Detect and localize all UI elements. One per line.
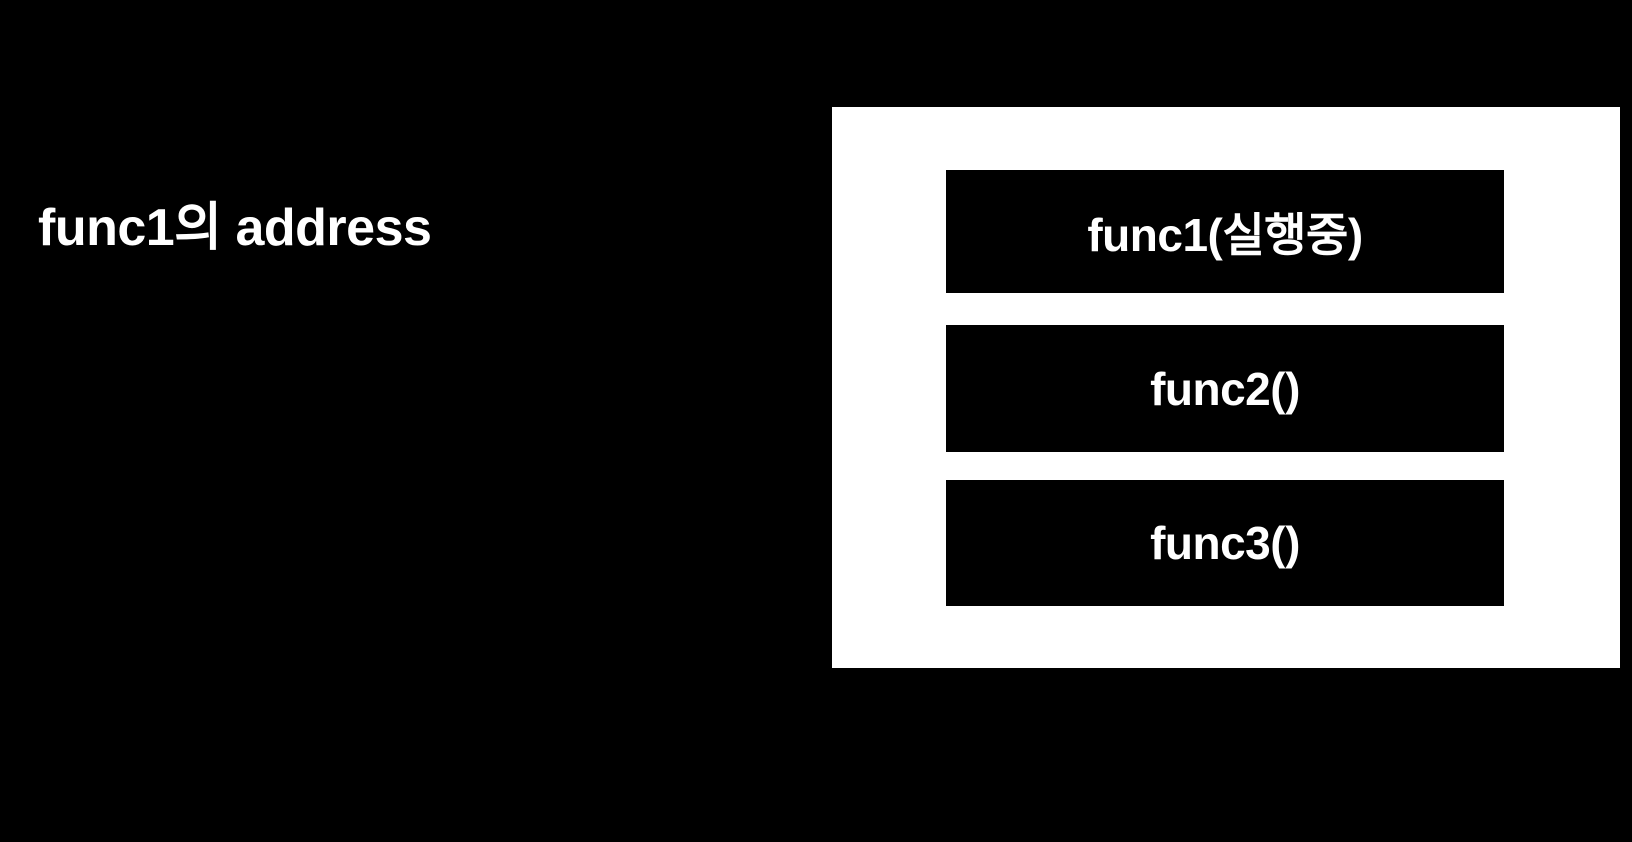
address-label: func1의 address: [38, 199, 432, 257]
stack-frame-func1[interactable]: func1(실행중): [946, 170, 1504, 293]
stack-panel: func1(실행중) func2() func3(): [832, 107, 1620, 668]
stack-frame-label: func2(): [1150, 362, 1300, 415]
stack-frame-label: func3(): [1150, 517, 1300, 569]
stack-frame-func3[interactable]: func3(): [946, 480, 1504, 606]
stack-frame-label: func1(실행중): [1087, 208, 1363, 261]
stack-frame-func2[interactable]: func2(): [946, 325, 1504, 452]
